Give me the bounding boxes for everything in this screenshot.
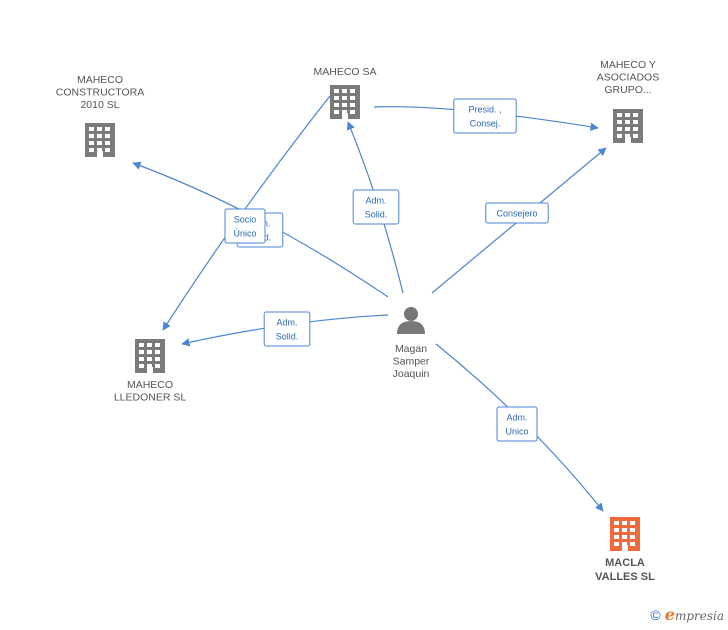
node-label: MAHECO Y	[600, 59, 656, 71]
building-icon	[85, 123, 115, 157]
edge-label-box	[352, 189, 400, 225]
empresia-logo: empresia	[664, 605, 724, 624]
edge-label-box	[496, 406, 538, 442]
building-icon	[610, 517, 640, 551]
building-icon	[613, 109, 643, 143]
building-icon	[135, 339, 165, 373]
node-label: 2010 SL	[80, 99, 119, 111]
edge-label-e6[interactable]: Adm. Solid.	[263, 311, 311, 347]
copyright-symbol: ©	[650, 606, 661, 623]
edge-label-text: Consejero	[496, 209, 537, 219]
edge-label-text: Adm.	[365, 196, 386, 206]
node-label: MACLA	[605, 557, 645, 569]
edge-label-text: Solid.	[276, 332, 299, 342]
node-label: ASOCIADOS	[597, 72, 659, 84]
footer-brand[interactable]: © empresia	[650, 605, 724, 624]
edge-label-e2[interactable]: Adm. Solid.	[352, 189, 400, 225]
edges-layer	[132, 95, 607, 512]
edge-label-box	[453, 98, 517, 134]
edge-label-text: Socio	[234, 215, 257, 225]
edge-label-box	[224, 208, 266, 244]
edge-label-text: Adm.	[276, 318, 297, 328]
edge-label-box	[263, 311, 311, 347]
node-label: MAHECO SA	[313, 66, 376, 78]
node-label: LLEDONER SL	[114, 392, 187, 404]
node-macla[interactable]: MACLA VALLES SL	[595, 517, 655, 583]
edge-label-e7[interactable]: Adm. Unico	[496, 406, 538, 442]
edge-label-e3[interactable]: Consejero	[485, 202, 549, 224]
edge-label-box	[485, 202, 549, 224]
edge-label-text: Unico	[505, 427, 528, 437]
node-label: Joaquin	[393, 368, 430, 380]
node-label: Samper	[393, 356, 430, 368]
edge-labels-layer: Presid. ,Consej.Adm.Solid.ConsejeroAdm.S…	[224, 98, 549, 442]
node-label: MAHECO	[77, 74, 123, 86]
node-maheco-sa[interactable]: MAHECO SA	[313, 66, 377, 119]
node-maheco-asociados[interactable]: MAHECO YASOCIADOSGRUPO...	[597, 59, 659, 143]
edge-label-text: Presid. ,	[468, 105, 501, 115]
edge-label-e1[interactable]: Presid. , Consej.	[453, 98, 517, 134]
node-label: MAHECO	[127, 379, 173, 391]
building-icon	[330, 85, 360, 119]
edge-label-text: Adm.	[506, 413, 527, 423]
node-label: CONSTRUCTORA	[56, 87, 144, 99]
edge-label-text: Único	[233, 229, 256, 239]
edge-label-text: Solid.	[365, 210, 388, 220]
edge-label-text: Consej.	[470, 119, 501, 129]
node-label: GRUPO...	[604, 84, 651, 96]
node-label: Magan	[395, 343, 427, 355]
node-label: VALLES SL	[595, 571, 655, 583]
person-icon	[397, 307, 425, 334]
